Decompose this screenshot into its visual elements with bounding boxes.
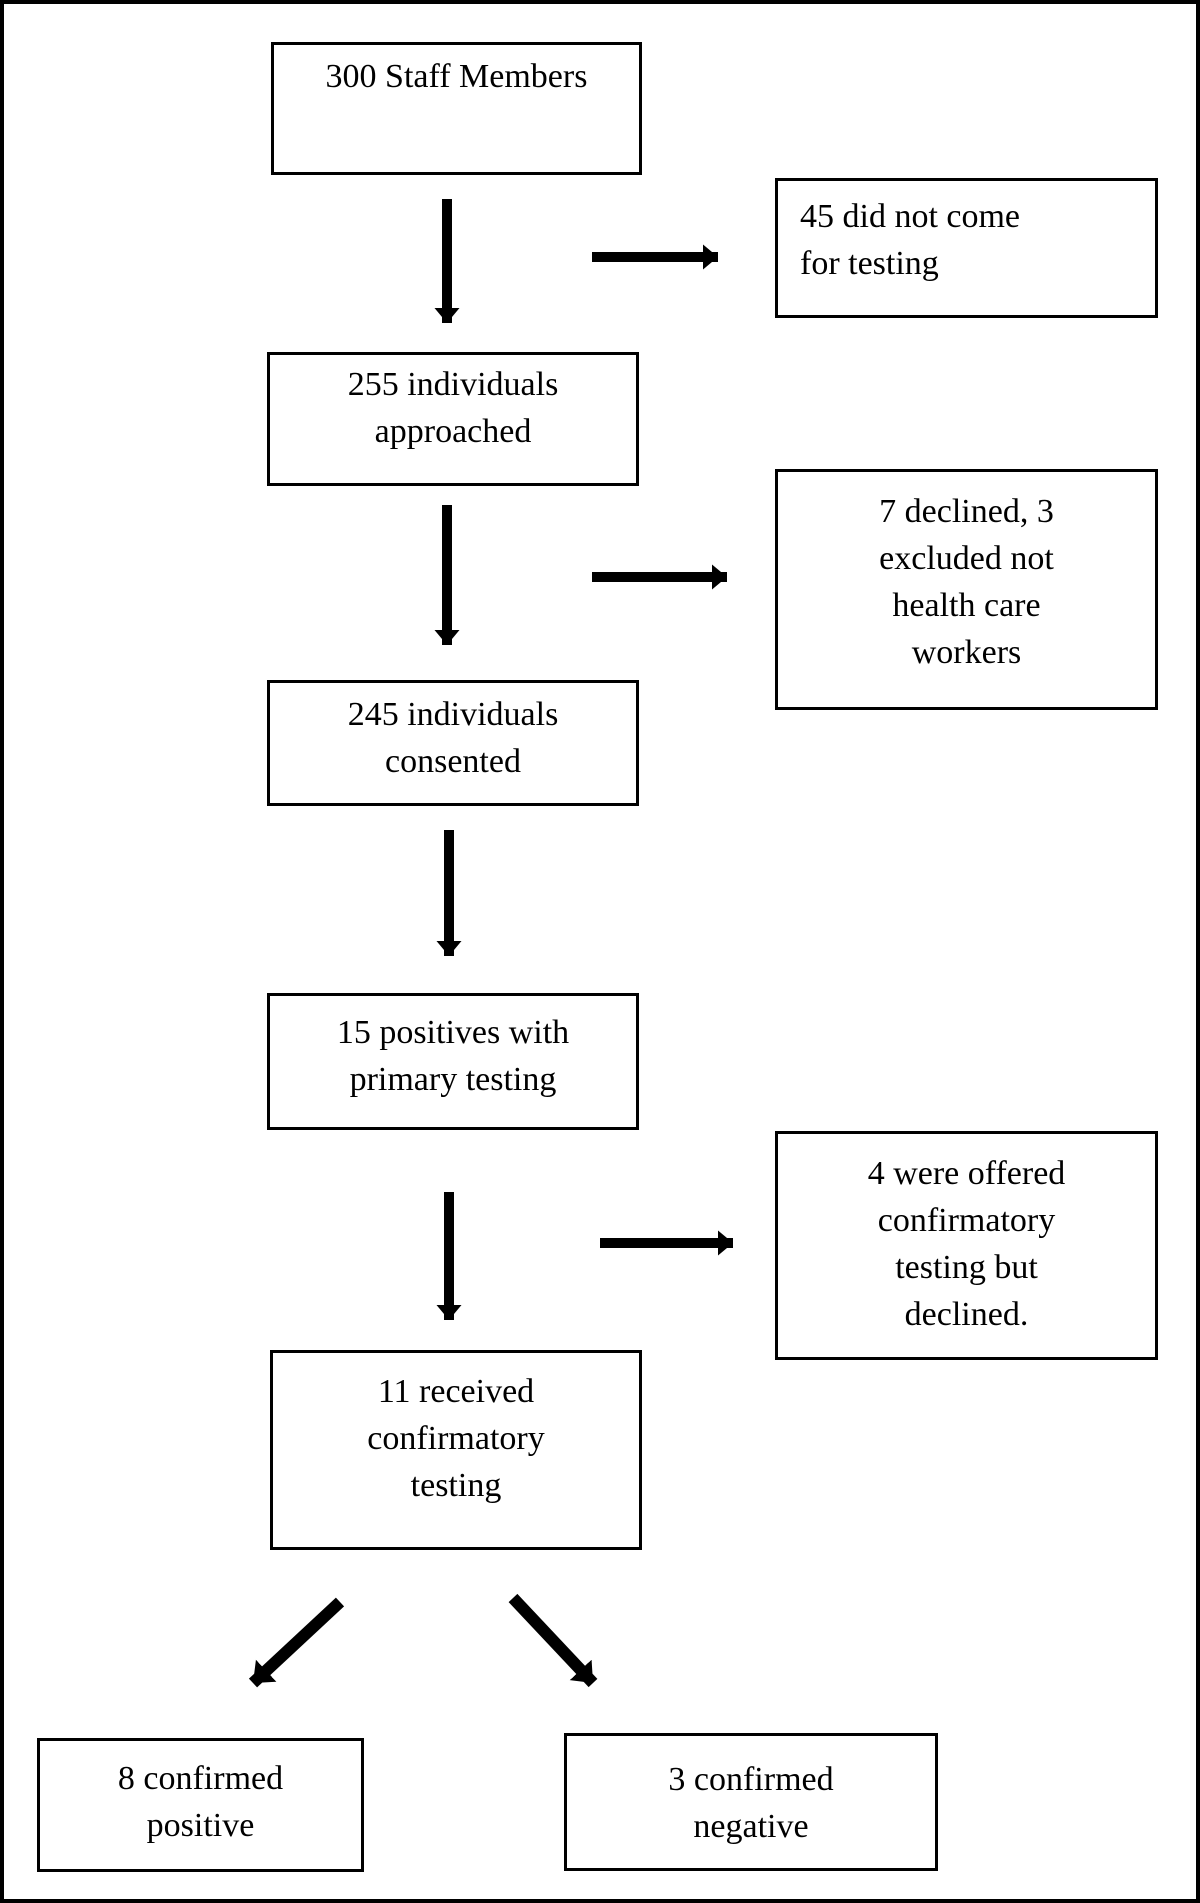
box-did-not-come: 45 did not come for testing — [775, 178, 1158, 318]
box-individuals-consented: 245 individuals consented — [267, 680, 639, 806]
box-confirmed-positive: 8 confirmed positive — [37, 1738, 364, 1872]
arrow-confirmatory-to-negative — [508, 1593, 598, 1688]
box-confirmed-negative: 3 confirmed negative — [564, 1733, 938, 1871]
box-individuals-approached: 255 individuals approached — [267, 352, 639, 486]
box-staff-members: 300 Staff Members — [271, 42, 642, 175]
box-received-confirmatory: 11 received confirmatory testing — [270, 1350, 642, 1550]
box-primary-positives: 15 positives with primary testing — [267, 993, 639, 1130]
box-declined-excluded: 7 declined, 3 excluded not health care w… — [775, 469, 1158, 710]
arrow-confirmatory-to-positive — [248, 1597, 345, 1688]
box-offered-but-declined: 4 were offered confirmatory testing but … — [775, 1131, 1158, 1360]
